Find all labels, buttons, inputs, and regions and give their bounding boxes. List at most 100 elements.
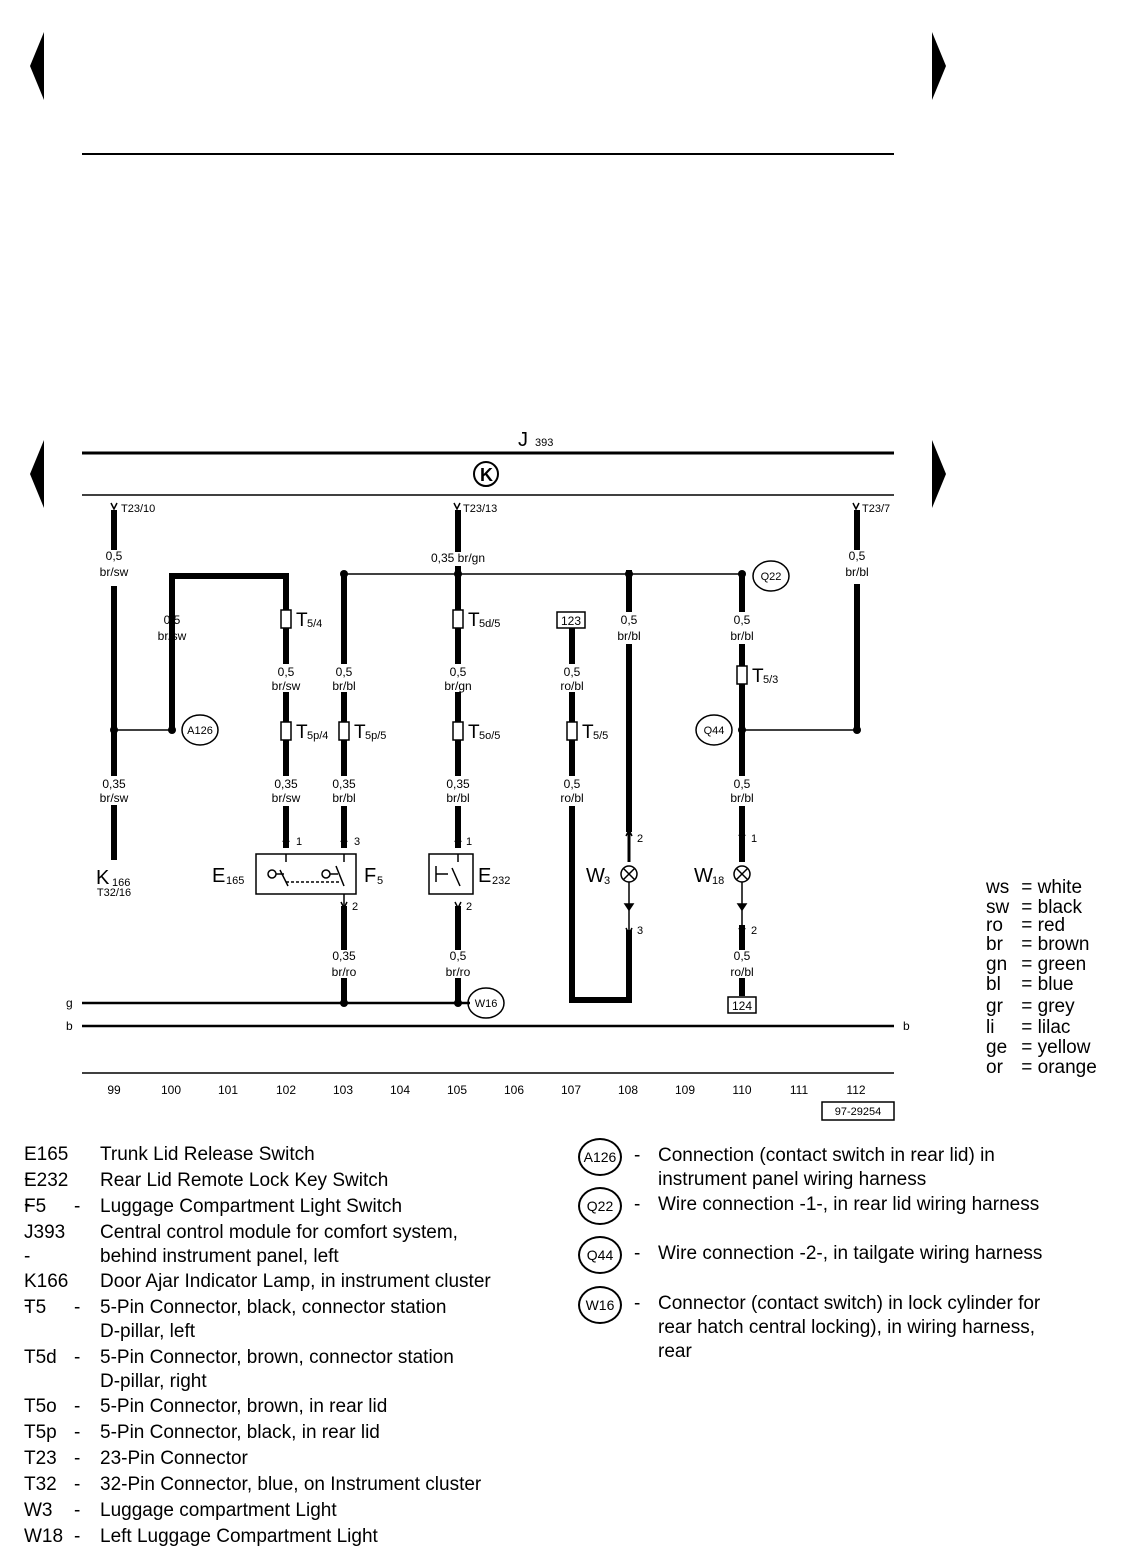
svg-text:0,5: 0,5 — [564, 665, 581, 679]
svg-text:0,5: 0,5 — [734, 777, 751, 791]
svg-text:0,5: 0,5 — [734, 613, 751, 627]
svg-text:A126: A126 — [187, 725, 213, 737]
svg-text:br/sw: br/sw — [272, 791, 301, 805]
svg-text:109: 109 — [675, 1083, 695, 1097]
color-code-row: ge = yellow — [986, 1037, 1091, 1058]
svg-text:br/sw: br/sw — [100, 791, 129, 805]
color-code-row: or = orange — [986, 1057, 1097, 1078]
connection-badge: A126 — [578, 1138, 622, 1176]
svg-text:99: 99 — [107, 1083, 121, 1097]
svg-text:T: T — [296, 722, 308, 743]
svg-text:106: 106 — [504, 1083, 524, 1097]
next-page-arrow-top[interactable] — [932, 32, 946, 100]
lamp-symbols — [620, 865, 751, 930]
k166-sub: 166 — [112, 877, 130, 889]
color-code-row: bl = blue — [986, 974, 1074, 995]
rail-b-label-left: b — [66, 1019, 73, 1033]
svg-text:5o/5: 5o/5 — [479, 730, 500, 742]
svg-text:0,35: 0,35 — [446, 777, 470, 791]
pin-arrows — [282, 828, 746, 936]
module-label: J — [518, 429, 528, 451]
svg-text:108: 108 — [618, 1083, 638, 1097]
ref-box-123 — [556, 611, 586, 629]
prev-page-arrow[interactable] — [30, 440, 44, 508]
connection-badge: Q22 — [578, 1187, 622, 1225]
ref-box-123-label: 123 — [561, 614, 581, 628]
svg-text:102: 102 — [276, 1083, 296, 1097]
svg-text:br/bl: br/bl — [845, 565, 868, 579]
connection-badge: Q44 — [578, 1236, 622, 1274]
color-code-row: sw = black — [986, 897, 1083, 918]
svg-text:103: 103 — [333, 1083, 353, 1097]
e232-label: E — [478, 865, 491, 887]
svg-text:br/bl: br/bl — [332, 679, 355, 693]
svg-text:br/ro: br/ro — [332, 965, 357, 979]
svg-text:5/3: 5/3 — [763, 674, 778, 686]
svg-text:110: 110 — [732, 1083, 751, 1097]
svg-text:0,5: 0,5 — [106, 549, 123, 563]
svg-text:107: 107 — [561, 1083, 581, 1097]
svg-text:br/bl: br/bl — [730, 629, 753, 643]
svg-text:100: 100 — [161, 1083, 181, 1097]
svg-text:br/bl: br/bl — [332, 791, 355, 805]
svg-text:2: 2 — [352, 901, 358, 913]
svg-text:101: 101 — [218, 1083, 238, 1097]
svg-text:br/bl: br/bl — [446, 791, 469, 805]
svg-text:br/sw: br/sw — [272, 679, 301, 693]
prev-page-arrow-top[interactable] — [30, 32, 44, 100]
svg-text:W16: W16 — [475, 998, 498, 1010]
color-code-row: gn = green — [986, 954, 1087, 975]
color-code-row: ws = white — [986, 877, 1083, 898]
next-page-arrow[interactable] — [932, 440, 946, 508]
k166-label: K — [96, 867, 110, 889]
w18-sub: 18 — [712, 875, 724, 887]
drawing-number-box — [821, 1101, 895, 1121]
svg-text:0,35: 0,35 — [332, 777, 356, 791]
svg-text:1: 1 — [296, 836, 302, 848]
wire-labels: 0,5 br/sw 0,35 br/sw 0,5 br/sw 0,5 br/sw… — [100, 549, 869, 979]
svg-text:5p/4: 5p/4 — [307, 730, 328, 742]
svg-text:br/sw: br/sw — [100, 565, 129, 579]
w18-label: W — [694, 865, 713, 887]
pin-arrow-112 — [852, 502, 860, 511]
svg-text:T: T — [468, 722, 480, 743]
svg-text:0,35: 0,35 — [332, 949, 356, 963]
svg-text:2: 2 — [466, 901, 472, 913]
svg-text:0,5: 0,5 — [849, 549, 866, 563]
svg-text:Q44: Q44 — [704, 725, 725, 737]
svg-text:ro/bl: ro/bl — [560, 679, 583, 693]
svg-text:0,5: 0,5 — [450, 949, 467, 963]
svg-text:ro/bl: ro/bl — [560, 791, 583, 805]
color-code-row: br = brown — [986, 934, 1090, 955]
svg-text:0,5: 0,5 — [164, 613, 181, 627]
t23-pin-99: T23/10 — [121, 503, 155, 515]
svg-text:br/bl: br/bl — [617, 629, 640, 643]
rail-b-label-right: b — [903, 1019, 910, 1033]
svg-text:5/4: 5/4 — [307, 618, 322, 630]
e165-label: E — [212, 865, 225, 887]
svg-text:0,35: 0,35 — [274, 777, 298, 791]
svg-text:br/sw: br/sw — [158, 629, 187, 643]
svg-text:3: 3 — [637, 925, 643, 937]
svg-text:T: T — [296, 610, 308, 631]
svg-text:105: 105 — [447, 1083, 467, 1097]
f5-sub: 5 — [377, 875, 383, 887]
ground-symbol — [473, 461, 499, 487]
svg-text:br/ro: br/ro — [446, 965, 471, 979]
pin-arrow-99 — [110, 502, 118, 511]
svg-text:0,5: 0,5 — [564, 777, 581, 791]
svg-text:0,5: 0,5 — [734, 949, 751, 963]
e165-f5-switch-symbol — [255, 853, 357, 906]
drawing-number: 97-29254 — [835, 1106, 882, 1118]
ref-box-124-label: 124 — [732, 999, 752, 1013]
svg-text:3: 3 — [354, 836, 360, 848]
svg-text:0,35: 0,35 — [102, 777, 126, 791]
svg-text:104: 104 — [390, 1083, 410, 1097]
k166-pin: T32/16 — [97, 887, 131, 899]
ground-symbol-label: K — [480, 465, 493, 485]
connector-labels: T 5/4 T 5d/5 T 5p/4 T 5p/5 T 5o/5 T 5/5 … — [296, 610, 778, 743]
svg-text:ro/bl: ro/bl — [730, 965, 753, 979]
svg-text:5/5: 5/5 — [593, 730, 608, 742]
svg-text:T: T — [468, 610, 480, 631]
